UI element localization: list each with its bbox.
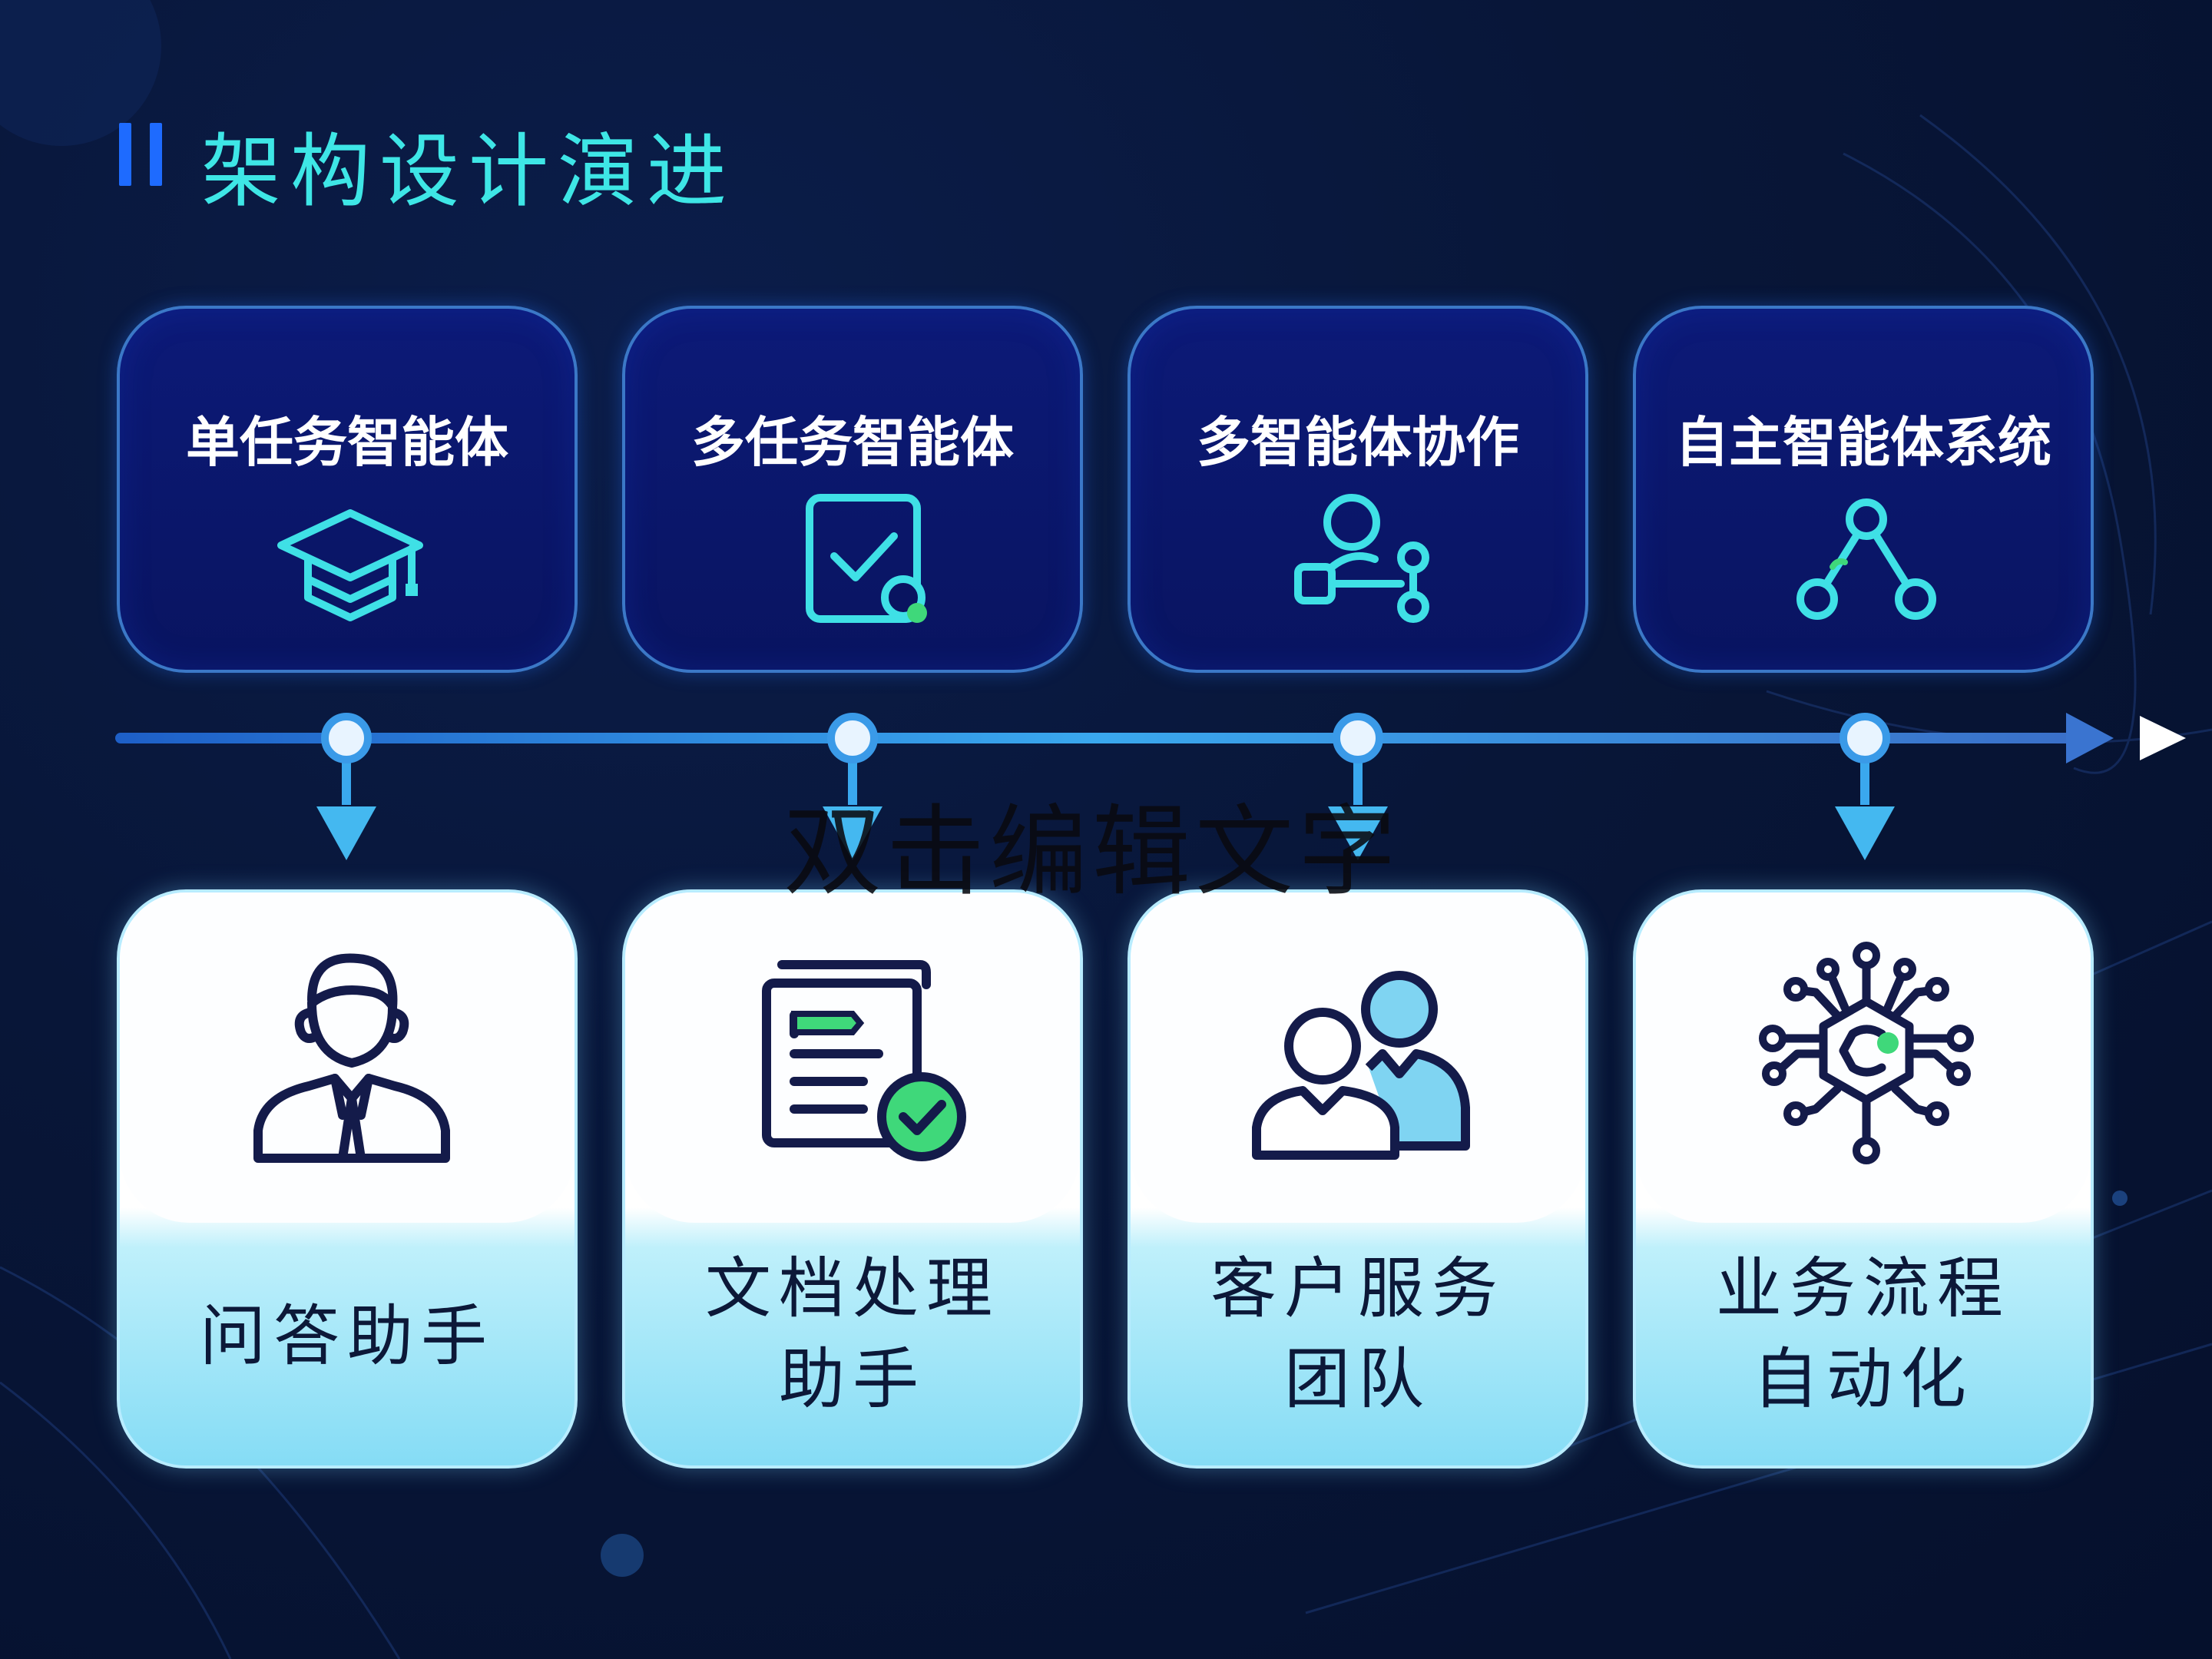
timeline	[115, 713, 2186, 860]
stage-card-single-task: 单任务智能体	[117, 306, 578, 673]
checklist-icon	[806, 494, 927, 623]
app-card-icon-area	[1131, 892, 1585, 1223]
timeline-node-1	[316, 713, 376, 860]
app-label-line2: 助手	[779, 1341, 926, 1418]
app-label-line1: 问答助手	[200, 1298, 495, 1375]
title-accent-bars	[119, 123, 165, 186]
document-check-icon	[762, 960, 966, 1161]
app-label-line2: 团队	[1284, 1341, 1432, 1418]
person-avatar-icon	[253, 953, 450, 1163]
app-label-line1: 客户服务	[1210, 1250, 1505, 1327]
edit-text-watermark: 双击编辑文字	[783, 795, 1402, 909]
app-label-line1: 文档处理	[705, 1250, 1000, 1327]
app-card-icon-area	[1636, 892, 2091, 1223]
app-card-customer-service: 客户服务 团队	[1128, 889, 1588, 1469]
app-label-line2: 自动化	[1753, 1341, 1974, 1418]
stage-card-multi-agent: 多智能体协作	[1128, 306, 1588, 673]
graduation-cap-icon	[277, 509, 423, 621]
timeline-node-3	[1328, 713, 1388, 860]
app-card-qa-assistant: 问答助手	[117, 889, 578, 1469]
agent-network-icon	[1294, 494, 1429, 623]
stage-title: 单任务智能体	[186, 411, 508, 474]
team-users-icon	[1252, 971, 1470, 1160]
app-card-business-automation: 业务流程 自动化	[1633, 889, 2094, 1469]
app-card-document-assistant: 文档处理 助手	[622, 889, 1083, 1469]
app-card-icon-area	[120, 892, 575, 1223]
stage-title: 多智能体协作	[1197, 411, 1519, 474]
timeline-node-2	[823, 713, 882, 860]
node-graph-icon	[1796, 498, 1936, 620]
timeline-node-4	[1835, 713, 1895, 860]
app-label-line1: 业务流程	[1716, 1250, 2011, 1327]
stage-title: 多任务智能体	[691, 411, 1014, 474]
stage-card-autonomous: 自主智能体系统	[1633, 306, 2094, 673]
stage-card-multi-task: 多任务智能体	[622, 306, 1083, 673]
circuit-hexagon-icon	[1759, 942, 1974, 1164]
stage-title: 自主智能体系统	[1675, 411, 2051, 474]
page-title: 架构设计演进	[201, 124, 737, 218]
app-card-icon-area	[625, 892, 1080, 1223]
